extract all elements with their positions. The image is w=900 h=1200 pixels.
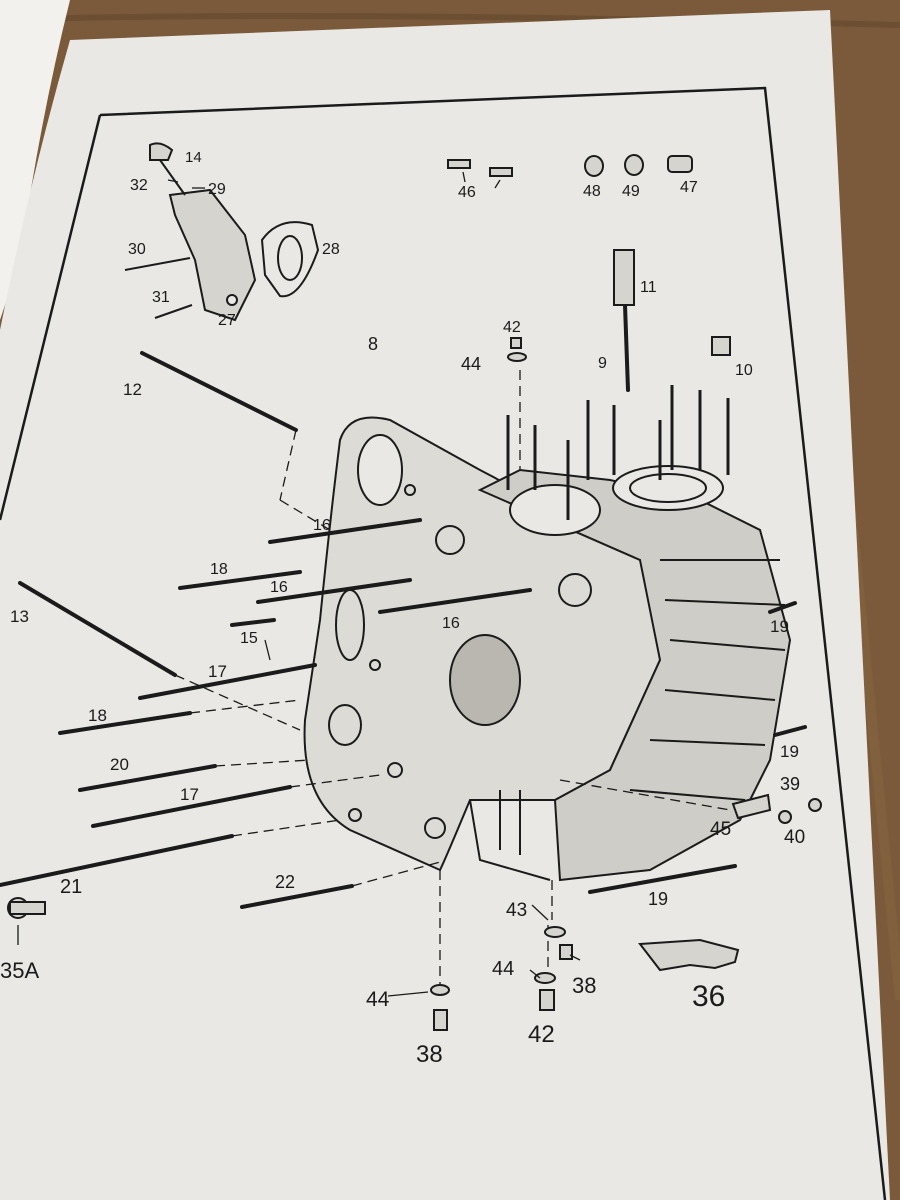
part-label: 44 — [492, 958, 514, 980]
part-label: 18 — [210, 561, 228, 578]
part-label: 47 — [680, 179, 698, 196]
part-label: 16 — [270, 579, 288, 596]
part-label: 18 — [88, 706, 107, 725]
previous-page-edge — [0, 0, 70, 320]
part-label: 42 — [503, 319, 521, 336]
part-label: 20 — [110, 755, 129, 774]
part-label: 39 — [780, 774, 800, 794]
part-label: 40 — [784, 827, 805, 848]
part-label: 35A — [0, 958, 39, 983]
part-label: 11 — [640, 279, 657, 296]
part-label: 46 — [458, 184, 476, 201]
part-label: 45 — [710, 819, 731, 840]
part-label: 38 — [572, 973, 596, 998]
part-label: 19 — [780, 742, 799, 761]
part-labels: 14 32 29 28 30 31 27 46 48 49 47 11 10 9… — [0, 149, 805, 1068]
part-label: 27 — [218, 312, 236, 329]
diagram-frame — [0, 86, 887, 1200]
part-label: 9 — [598, 355, 607, 372]
crankcase-illustration — [303, 385, 792, 882]
label-ticks — [17, 171, 581, 997]
part-label: 10 — [735, 362, 753, 379]
part-label: 38 — [416, 1041, 443, 1068]
part-label: 44 — [366, 988, 390, 1011]
part-label: 17 — [208, 662, 227, 681]
part-label: 15 — [240, 630, 258, 647]
part-label: 19 — [770, 617, 789, 636]
part-label: 31 — [152, 289, 170, 306]
part-label: 43 — [506, 900, 527, 921]
studs-and-bolts — [0, 303, 807, 909]
part-label: 19 — [648, 889, 668, 909]
part-label: 42 — [528, 1021, 555, 1048]
part-label: 22 — [275, 872, 295, 892]
part-label: 17 — [180, 785, 199, 804]
part-label: 13 — [10, 607, 29, 626]
part-label: 49 — [622, 183, 640, 200]
part-label: 29 — [208, 181, 226, 198]
part-label: 8 — [368, 334, 378, 354]
part-label: 28 — [322, 241, 340, 258]
part-label: 16 — [313, 517, 331, 534]
part-label: 14 — [185, 149, 202, 166]
part-label: 32 — [130, 177, 148, 194]
part-label: 48 — [583, 183, 601, 200]
part-label: 21 — [60, 876, 82, 898]
part-label: 36 — [692, 980, 725, 1013]
small-parts — [7, 142, 822, 1031]
part-label: 12 — [123, 380, 142, 399]
part-label: 16 — [442, 615, 460, 632]
part-label: 44 — [461, 354, 481, 374]
part-label: 30 — [128, 241, 146, 258]
leader-lines — [174, 370, 731, 990]
